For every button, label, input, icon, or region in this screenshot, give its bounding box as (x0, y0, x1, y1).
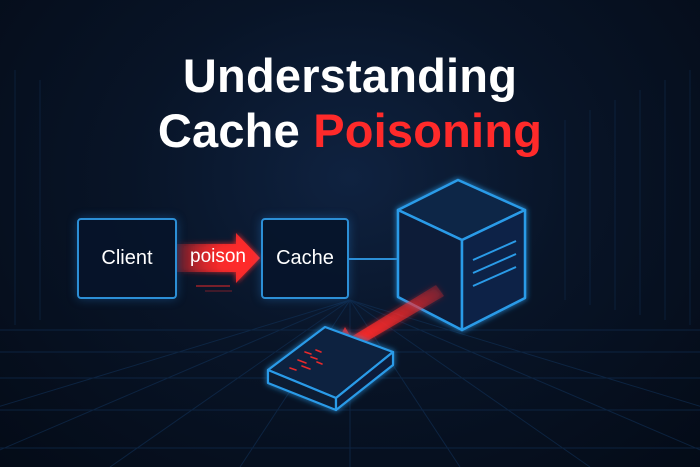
cache-label: Cache (276, 247, 334, 269)
cache-entry-slab (266, 325, 395, 412)
poison-arrow (177, 233, 260, 292)
cache-node: Cache (261, 218, 349, 299)
title-line-2: Cache Poisoning (0, 103, 700, 158)
title-line-1: Understanding (182, 49, 518, 102)
client-node: Client (77, 218, 177, 299)
client-label: Client (101, 247, 153, 269)
poison-label: poison (190, 246, 246, 267)
title-accent: Poisoning (313, 104, 543, 157)
side-grid (14, 70, 691, 325)
title-prefix: Cache (157, 104, 314, 157)
